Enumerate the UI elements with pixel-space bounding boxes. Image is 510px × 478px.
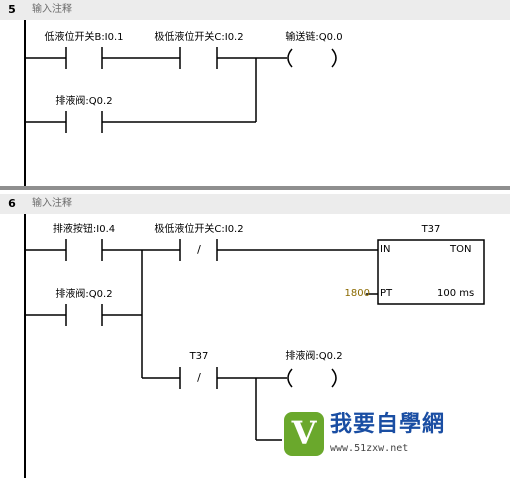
timer-name: T37 bbox=[421, 224, 441, 235]
network-6-header: 6 输入注释 bbox=[0, 194, 510, 214]
coil-n5-right bbox=[331, 48, 337, 68]
timer-pt-label: PT bbox=[380, 288, 393, 299]
n5-contact-3-label: 排液阀:Q0.2 bbox=[55, 96, 113, 107]
n6-contact-2-label: 极低液位开关C:I0.2 bbox=[154, 224, 244, 235]
logo-url: www.51zxw.net bbox=[330, 443, 409, 454]
n6-coil-label: 排液阀:Q0.2 bbox=[285, 351, 343, 362]
network-6-number: 6 bbox=[8, 197, 16, 210]
network-5-comment[interactable]: 输入注释 bbox=[32, 4, 72, 15]
timer-preset-value[interactable]: 1800 bbox=[344, 288, 370, 299]
coil-n6-left bbox=[287, 368, 293, 388]
watermark-logo: V 我要自學網 www.51zxw.net bbox=[282, 408, 478, 460]
logo-title: 我要自學網 bbox=[330, 412, 446, 437]
coil-n6-right bbox=[331, 368, 337, 388]
network-5-header: 5 输入注释 bbox=[0, 0, 510, 20]
timer-base-label: 100 ms bbox=[437, 288, 475, 299]
n6-contact-2-nc-symbol: / bbox=[197, 243, 201, 256]
n6-contact-4-nc-symbol: / bbox=[197, 371, 201, 384]
timer-in-label: IN bbox=[380, 244, 391, 255]
n6-contact-4-label: T37 bbox=[189, 351, 209, 362]
n5-contact-1-label: 低液位开关B:I0.1 bbox=[44, 32, 124, 43]
n5-coil-label: 输送链:Q0.0 bbox=[285, 32, 343, 43]
n6-contact-1-label: 排液按钮:I0.4 bbox=[52, 224, 116, 235]
n5-contact-2-label: 极低液位开关C:I0.2 bbox=[154, 32, 244, 43]
network-5-number: 5 bbox=[8, 3, 16, 16]
coil-n5-left bbox=[287, 48, 293, 68]
n6-contact-3-label: 排液阀:Q0.2 bbox=[55, 289, 113, 300]
timer-box bbox=[377, 239, 485, 305]
network-6-comment[interactable]: 输入注释 bbox=[32, 198, 72, 209]
logo-emblem-icon: V bbox=[284, 412, 324, 456]
network-separator bbox=[0, 186, 510, 190]
network-6-power-rail bbox=[24, 214, 26, 478]
timer-type-label: TON bbox=[450, 244, 472, 255]
network-5-power-rail bbox=[24, 20, 26, 186]
